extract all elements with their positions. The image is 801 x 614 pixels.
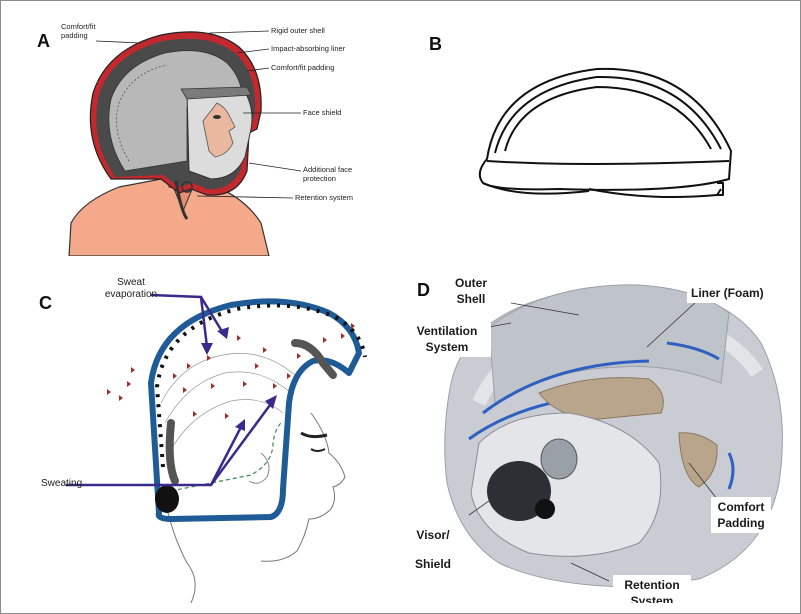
label-ventilation-system: Ventilation System [403,321,491,358]
label-liner-foam: Liner (Foam) [687,283,768,304]
label-sweat-evaporation: Sweat evaporation [104,277,158,300]
visor-mechanism [487,461,551,521]
panel-b-letter: B [429,34,442,54]
panel-a-illustration [11,11,386,256]
panel-b: B [399,11,791,256]
comfort-pad-front [291,339,337,379]
label-impact-absorbing-liner: Impact-absorbing liner [271,44,346,53]
helmet-vent-pattern [154,303,367,468]
label-retention-system: Retention System [613,575,691,603]
impact-absorbing-liner [108,50,244,172]
label-additional-face-protection: Additional face protection [303,165,353,183]
sweat-drops [107,323,355,419]
hard-hat-outline [478,67,732,198]
panel-d-illustration [399,263,791,603]
comfort-padding-shape [678,432,718,488]
sweatband [155,485,179,513]
evaporation-arrows [66,293,275,487]
label-comfort-padding: Comfort Padding [711,497,771,534]
panel-d-letter: D [417,280,430,300]
label-rigid-outer-shell: Rigid outer shell [271,26,325,35]
comfort-pad-rear [165,419,179,485]
head-outline [162,412,346,603]
panel-c: C Sweat evaporation Sweating [11,263,386,603]
panel-b-illustration [399,11,791,256]
label-comfort-fit-padding-top: Comfort/fit padding [61,22,96,40]
label-visor-shield: Visor/ Shield [414,528,451,571]
panel-d: D Outer Shell Liner (Foam) Ventilation S… [399,263,791,603]
label-retention-system: Retention system [295,193,353,202]
face-profile [202,102,236,158]
panel-a: A Comfort/fit padding Rigid outer shell … [11,11,386,256]
panel-a-letter: A [37,31,50,51]
label-outer-shell: Outer Shell [445,273,497,310]
label-sweating: Sweating [41,478,83,489]
retention-strap [174,180,189,220]
panel-c-letter: C [39,293,52,313]
label-comfort-fit-padding-right: Comfort/fit padding [271,63,335,72]
helmet-shell-outline [148,298,362,522]
panel-c-illustration [11,263,386,603]
label-face-shield: Face shield [303,108,342,117]
